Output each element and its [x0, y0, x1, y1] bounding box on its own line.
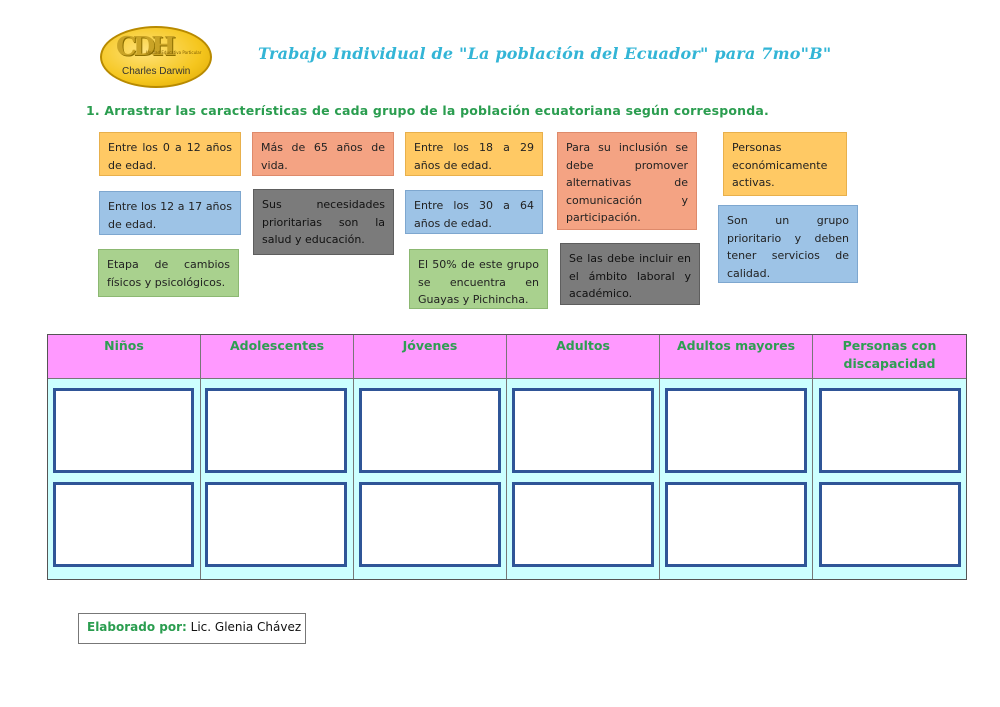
sorting-table: Niños Adolescentes Jóvenes Adultos Adult… — [47, 334, 967, 580]
drag-card[interactable]: Entre los 30 a 64 años de edad. — [405, 190, 543, 234]
drop-zone[interactable] — [665, 388, 807, 473]
drop-zone[interactable] — [205, 482, 347, 567]
card-text: Son un grupo prioritario y deben tener s… — [727, 214, 849, 280]
drop-zone[interactable] — [819, 482, 961, 567]
column-header-discapacidad: Personas con discapacidad — [813, 335, 966, 379]
drag-card[interactable]: Son un grupo prioritario y deben tener s… — [718, 205, 858, 283]
table-column — [507, 379, 660, 579]
drag-card[interactable]: Más de 65 años de vida. — [252, 132, 394, 176]
table-column — [354, 379, 507, 579]
card-text: Etapa de cambios físicos y psicológicos. — [107, 258, 230, 289]
drop-zone[interactable] — [53, 482, 194, 567]
page-title: Trabajo Individual de "La población del … — [258, 44, 832, 63]
drag-card[interactable]: El 50% de este grupo se encuentra en Gua… — [409, 249, 548, 309]
drop-zone[interactable] — [512, 482, 654, 567]
author-box: Elaborado por: Lic. Glenia Chávez — [78, 613, 306, 644]
drop-zone[interactable] — [205, 388, 347, 473]
drag-card[interactable]: Sus necesidades prioritarias son la salu… — [253, 189, 394, 255]
column-header-adultos-mayores: Adultos mayores — [660, 335, 813, 379]
card-text: Personas económicamente activas. — [732, 141, 828, 189]
card-text: Para su inclusión se debe promover alter… — [566, 141, 688, 224]
drag-card[interactable]: Etapa de cambios físicos y psicológicos. — [98, 249, 239, 297]
drop-zone[interactable] — [512, 388, 654, 473]
column-header-ninos: Niños — [48, 335, 201, 379]
logo-subtext: Unidad Educativa Particular — [146, 50, 202, 55]
drag-card[interactable]: Para su inclusión se debe promover alter… — [557, 132, 697, 230]
drag-card[interactable]: Entre los 0 a 12 años de edad. — [99, 132, 241, 176]
table-column — [660, 379, 813, 579]
card-text: Más de 65 años de vida. — [261, 141, 385, 172]
drop-zone[interactable] — [359, 388, 501, 473]
drag-card[interactable]: Personas económicamente activas. — [723, 132, 847, 196]
card-text: Entre los 30 a 64 años de edad. — [414, 199, 534, 230]
author-name: Lic. Glenia Chávez — [190, 620, 302, 634]
drop-zone[interactable] — [53, 388, 194, 473]
drag-card[interactable]: Entre los 12 a 17 años de edad. — [99, 191, 241, 235]
column-header-adultos: Adultos — [507, 335, 660, 379]
column-header-jovenes: Jóvenes — [354, 335, 507, 379]
card-text: Entre los 12 a 17 años de edad. — [108, 200, 232, 231]
instruction-text: 1. Arrastrar las características de cada… — [86, 103, 769, 118]
table-column — [48, 379, 201, 579]
school-logo: CDH Unidad Educativa Particular Charles … — [100, 26, 212, 88]
drop-zone[interactable] — [819, 388, 961, 473]
column-header-adolescentes: Adolescentes — [201, 335, 354, 379]
logo-name: Charles Darwin — [122, 66, 191, 77]
card-text: Entre los 18 a 29 años de edad. — [414, 141, 534, 172]
card-text: Se las debe incluir en el ámbito laboral… — [569, 252, 691, 300]
card-text: Sus necesidades prioritarias son la salu… — [262, 198, 385, 246]
author-label: Elaborado por: — [87, 620, 187, 634]
logo-monogram: CDH — [116, 32, 176, 62]
table-column — [201, 379, 354, 579]
drag-card[interactable]: Entre los 18 a 29 años de edad. — [405, 132, 543, 176]
drop-zone[interactable] — [665, 482, 807, 567]
card-text: Entre los 0 a 12 años de edad. — [108, 141, 232, 172]
drop-zone[interactable] — [359, 482, 501, 567]
drag-card[interactable]: Se las debe incluir en el ámbito laboral… — [560, 243, 700, 305]
card-text: El 50% de este grupo se encuentra en Gua… — [418, 258, 539, 306]
